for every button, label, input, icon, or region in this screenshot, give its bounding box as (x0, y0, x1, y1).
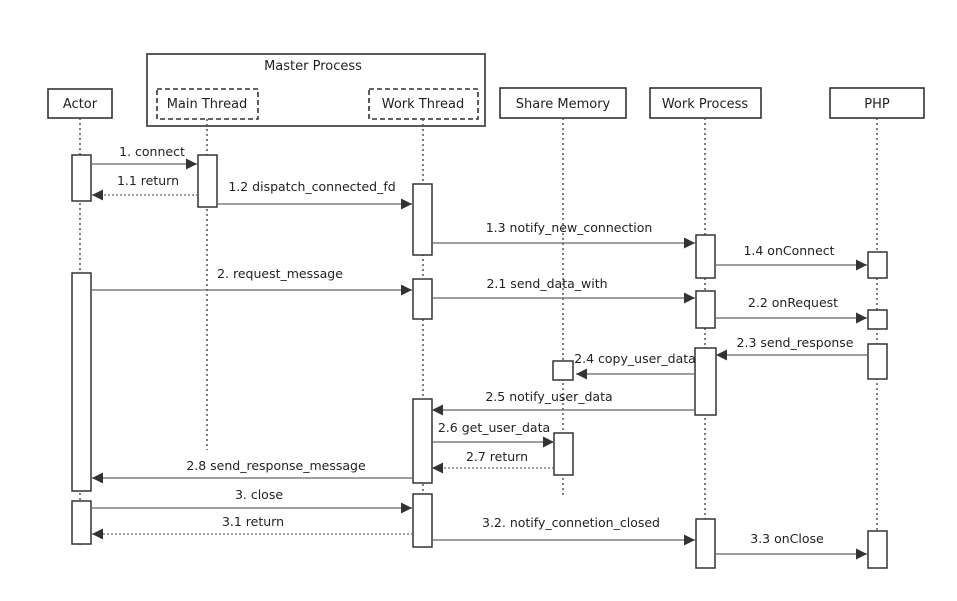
participant-main-thread-label: Main Thread (167, 97, 248, 112)
participant-work-thread-label: Work Thread (382, 97, 465, 112)
message-m2_2: 2.2 onRequest (715, 295, 867, 324)
participant-share-memory: Share Memory (499, 87, 627, 119)
message-m2_8: 2.8 send_response_message (92, 458, 413, 484)
message-m2_3: 2.3 send_response (716, 335, 868, 361)
message-label: 3.3 onClose (750, 531, 824, 546)
message-m1_3: 1.3 notify_new_connection (432, 220, 695, 249)
message-label: 1.4 onConnect (743, 243, 834, 258)
activation-share-memory (553, 432, 574, 476)
master-process-title: Master Process (264, 59, 362, 74)
participant-work-thread: Work Thread (368, 88, 479, 120)
participant-php: PHP (829, 87, 925, 119)
message-label: 1.3 notify_new_connection (486, 220, 653, 235)
participant-work-process-label: Work Process (662, 97, 749, 112)
message-label: 2.8 send_response_message (186, 458, 366, 473)
activation-work-thread (412, 398, 433, 484)
message-m3_1: 3.1 return (92, 514, 413, 540)
message-m2_7: 2.7 return (432, 449, 554, 474)
activation-work-process (694, 347, 717, 416)
participant-share-memory-label: Share Memory (516, 97, 611, 112)
message-label: 1.1 return (117, 173, 179, 188)
message-label: 2.4 copy_user_data (574, 351, 696, 366)
message-label: 2.2 onRequest (748, 295, 838, 310)
message-m3_3: 3.3 onClose (715, 531, 867, 560)
participant-actor: Actor (47, 88, 113, 119)
message-label: 2.6 get_user_data (438, 420, 550, 435)
activation-php (867, 343, 888, 380)
message-label: 2.1 send_data_with (486, 276, 607, 291)
message-m2_4: 2.4 copy_user_data (574, 351, 696, 380)
activation-php (867, 251, 888, 279)
participant-php-label: PHP (864, 97, 890, 112)
activation-work-thread (412, 183, 433, 256)
message-m1: 1. connect (91, 144, 197, 170)
activation-actor (71, 154, 92, 202)
message-m1_2: 1.2 dispatch_connected_fd (217, 179, 412, 210)
message-label: 2.5 notify_user_data (485, 389, 612, 404)
message-m3: 3. close (91, 487, 412, 514)
message-label: 1. connect (119, 144, 185, 159)
message-label: 3.2. notify_connetion_closed (482, 515, 660, 530)
participant-actor-label: Actor (63, 97, 98, 112)
message-m2: 2. request_message (91, 266, 412, 296)
message-m2_1: 2.1 send_data_with (432, 276, 695, 304)
activation-php (867, 530, 888, 569)
message-label: 1.2 dispatch_connected_fd (228, 179, 395, 194)
message-m2_5: 2.5 notify_user_data (432, 389, 695, 416)
message-label: 3. close (235, 487, 283, 502)
message-label: 2. request_message (217, 266, 343, 281)
activation-php (867, 309, 888, 330)
message-m3_2: 3.2. notify_connetion_closed (432, 515, 695, 546)
activation-actor (71, 272, 92, 492)
message-m1_4: 1.4 onConnect (715, 243, 867, 271)
activation-work-process (695, 234, 716, 279)
activation-main-thread (197, 154, 218, 208)
message-m2_6: 2.6 get_user_data (432, 420, 554, 448)
message-label: 2.7 return (466, 449, 528, 464)
activation-work-process (695, 518, 716, 569)
message-label: 3.1 return (222, 514, 284, 529)
participant-work-process: Work Process (649, 87, 762, 119)
activation-share-memory (552, 360, 574, 381)
activation-work-process (695, 290, 716, 329)
participant-main-thread: Main Thread (156, 88, 259, 120)
message-m1_1: 1.1 return (92, 173, 198, 201)
activation-actor (71, 500, 92, 545)
message-label: 2.3 send_response (737, 335, 854, 350)
activation-work-thread (412, 493, 433, 548)
activation-work-thread (412, 278, 433, 320)
